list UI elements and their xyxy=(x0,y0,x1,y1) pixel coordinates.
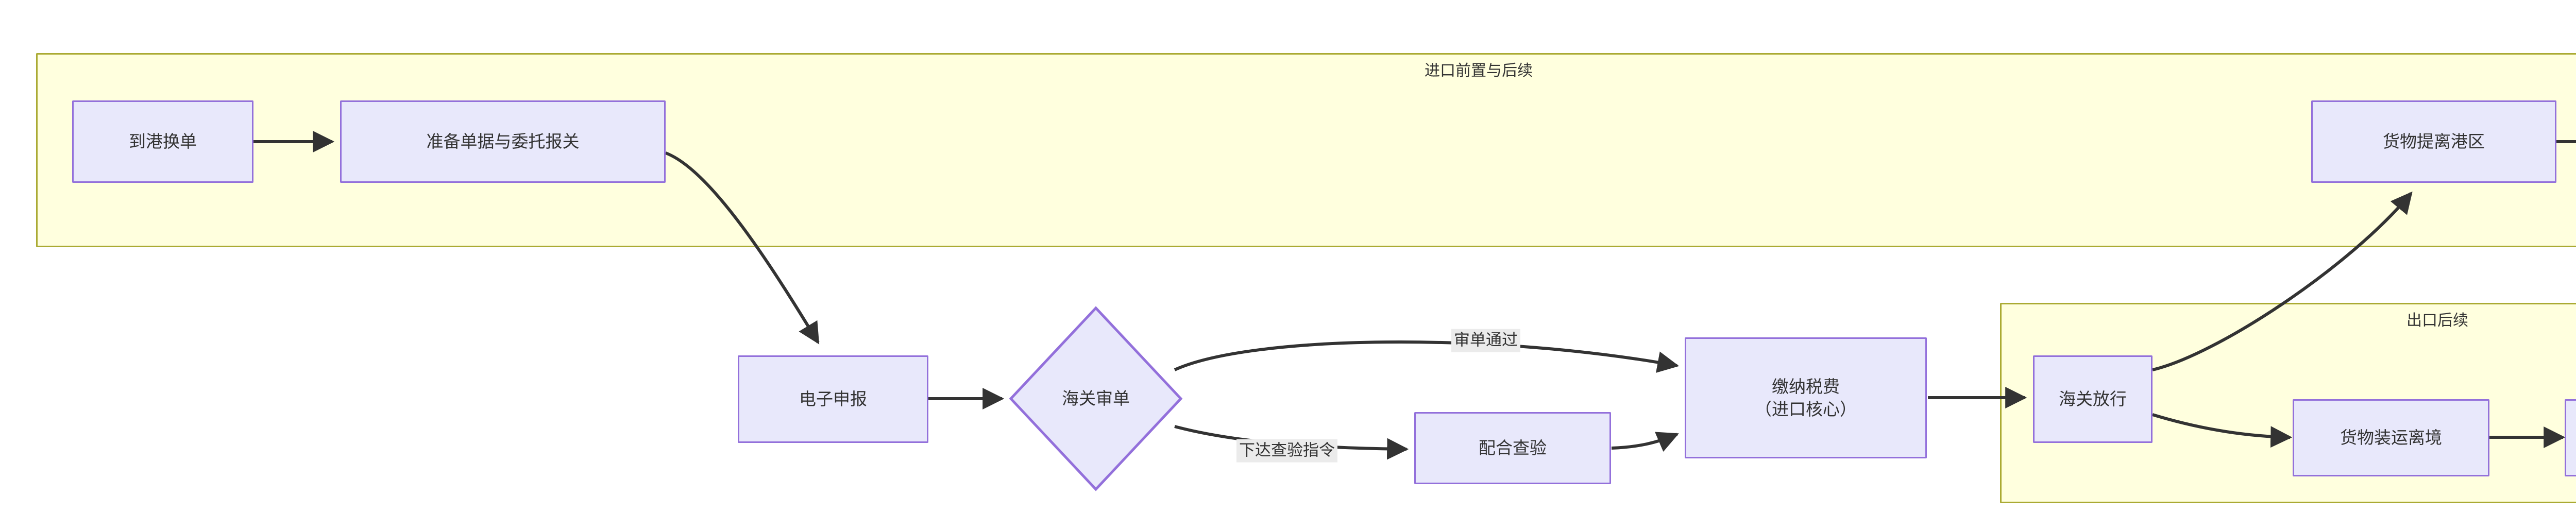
node-goods-shipped-out-label: 货物装运离境 xyxy=(2340,428,2442,448)
node-electronic-declaration[interactable]: 电子申报 xyxy=(738,355,928,443)
node-prepare-documents-label: 准备单据与委托报关 xyxy=(426,132,580,151)
diamond-shape xyxy=(1009,306,1183,491)
node-clearance-tax-refund[interactable]: 结关/办理退税 xyxy=(2565,399,2576,476)
node-arrival-exchange[interactable]: 到港换单 xyxy=(72,100,253,183)
node-customs-release-label: 海关放行 xyxy=(2059,389,2127,409)
node-electronic-declaration-label: 电子申报 xyxy=(799,389,867,409)
node-customs-review-label: 海关审单 xyxy=(1062,389,1130,408)
node-goods-leave-port-label: 货物提离港区 xyxy=(2383,132,2485,151)
node-goods-leave-port[interactable]: 货物提离港区 xyxy=(2311,100,2556,183)
node-pay-taxes-label: 缴纳税费 （进口核心） xyxy=(1755,377,1857,419)
edge-n5-n6 xyxy=(1611,432,1679,452)
node-cooperate-inspection[interactable]: 配合查验 xyxy=(1414,412,1611,484)
node-customs-review[interactable]: 海关审单 xyxy=(1009,306,1183,491)
edge-n4-n6 xyxy=(1174,340,1680,373)
cluster-export-title: 出口后续 xyxy=(2406,312,2468,329)
node-prepare-documents[interactable]: 准备单据与委托报关 xyxy=(340,100,666,183)
node-goods-shipped-out[interactable]: 货物装运离境 xyxy=(2293,399,2489,476)
node-cooperate-inspection-label: 配合查验 xyxy=(1479,438,1547,458)
cluster-import-title: 进口前置与后续 xyxy=(1425,62,1533,79)
edge-label-review-passed: 审单通过 xyxy=(1451,329,1520,352)
node-customs-release[interactable]: 海关放行 xyxy=(2033,355,2153,443)
edge-label-inspection-order: 下达查验指令 xyxy=(1236,439,1337,463)
node-pay-taxes[interactable]: 缴纳税费 （进口核心） xyxy=(1685,337,1927,458)
node-arrival-exchange-label: 到港换单 xyxy=(129,132,197,151)
